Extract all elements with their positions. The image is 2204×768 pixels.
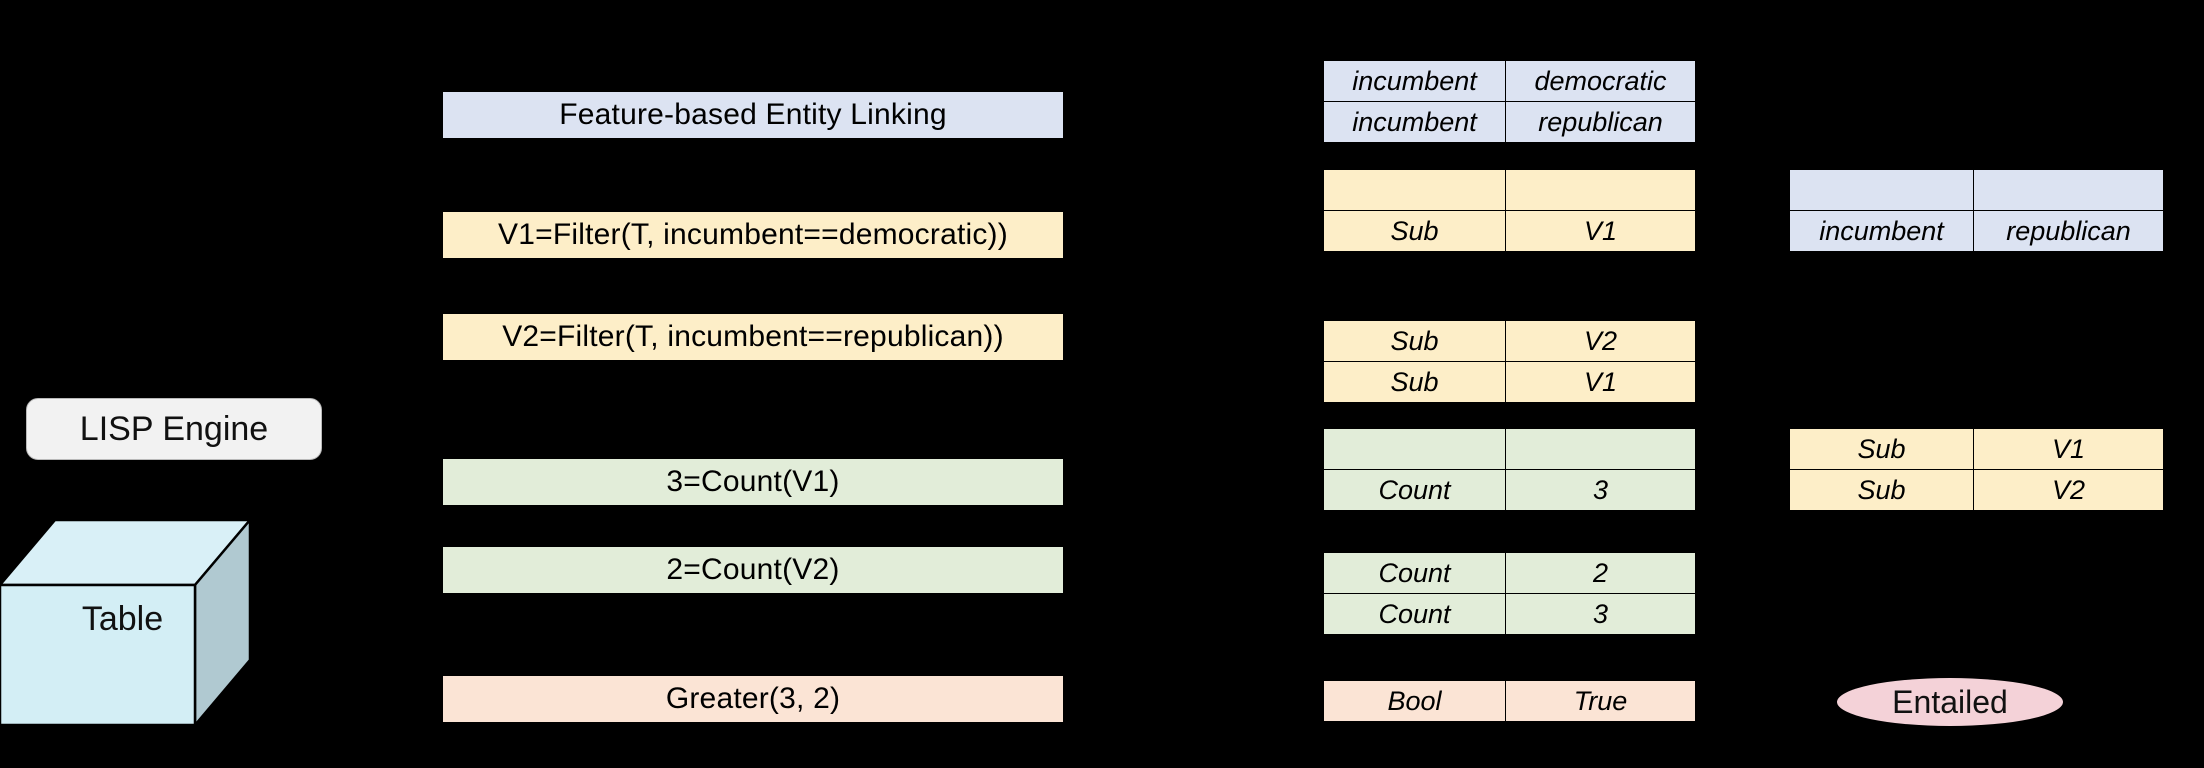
table-cell-value: V1 <box>1505 210 1696 252</box>
table-cube: Table <box>0 510 310 760</box>
table-row <box>1323 428 1696 470</box>
table-cell-key <box>1789 169 1974 211</box>
table-cell-key: Bool <box>1323 680 1506 722</box>
table-cell-value <box>1973 169 2164 211</box>
table-row: Bool True <box>1323 680 1696 722</box>
program-step-greater[interactable]: Greater(3, 2) <box>443 676 1063 722</box>
table-cell-key <box>1323 169 1506 211</box>
table-row: Sub V2 <box>1323 320 1696 362</box>
table-cell-value: republican <box>1505 101 1696 143</box>
table-row: incumbent republican <box>1789 210 2164 252</box>
program-step-count-v2[interactable]: 2=Count(V2) <box>443 547 1063 593</box>
table-row: Sub V2 <box>1789 469 2164 511</box>
table-cell-value: V1 <box>1505 361 1696 403</box>
program-step-entity-linking[interactable]: Feature-based Entity Linking <box>443 92 1063 138</box>
program-step-count-v1[interactable]: 3=Count(V1) <box>443 459 1063 505</box>
middle-table-sub-v1: Sub V1 <box>1323 169 1696 252</box>
table-cell-value: 2 <box>1505 552 1696 594</box>
table-row: incumbent democratic <box>1323 60 1696 102</box>
table-cell-key: Count <box>1323 469 1506 511</box>
table-row <box>1789 169 2164 211</box>
table-cell-key: Sub <box>1323 320 1506 362</box>
table-row: Sub V1 <box>1789 428 2164 470</box>
table-cell-value: V2 <box>1505 320 1696 362</box>
table-cell-value: republican <box>1973 210 2164 252</box>
right-table-sub-v1-v2: Sub V1 Sub V2 <box>1789 428 2164 511</box>
cube-shape-icon <box>0 516 253 729</box>
table-cell-value <box>1505 428 1696 470</box>
lisp-engine-label: LISP Engine <box>26 398 322 460</box>
table-cell-key: Count <box>1323 593 1506 635</box>
program-step-filter-v1[interactable]: V1=Filter(T, incumbent==democratic)) <box>443 212 1063 258</box>
table-cell-key: Sub <box>1789 428 1974 470</box>
middle-table-sub-v2-v1: Sub V2 Sub V1 <box>1323 320 1696 403</box>
table-cell-value: True <box>1505 680 1696 722</box>
program-step-filter-v2[interactable]: V2=Filter(T, incumbent==republican)) <box>443 314 1063 360</box>
table-row: incumbent republican <box>1323 101 1696 143</box>
middle-table-bool-true: Bool True <box>1323 680 1696 722</box>
table-row: Sub V1 <box>1323 361 1696 403</box>
entailed-badge: Entailed <box>1837 678 2063 726</box>
table-cell-key: incumbent <box>1789 210 1974 252</box>
table-row: Count 3 <box>1323 593 1696 635</box>
right-table-incumbent-republican: incumbent republican <box>1789 169 2164 252</box>
table-cell-key: Sub <box>1323 361 1506 403</box>
table-cell-value: V2 <box>1973 469 2164 511</box>
table-cell-value <box>1505 169 1696 211</box>
table-cell-key: incumbent <box>1323 101 1506 143</box>
table-cell-key: incumbent <box>1323 60 1506 102</box>
table-cell-value: democratic <box>1505 60 1696 102</box>
table-row <box>1323 169 1696 211</box>
middle-table-entity-links: incumbent democratic incumbent republica… <box>1323 60 1696 143</box>
table-cell-value: 3 <box>1505 469 1696 511</box>
table-cell-key: Sub <box>1323 210 1506 252</box>
table-row: Count 3 <box>1323 469 1696 511</box>
middle-table-count-2-3: Count 2 Count 3 <box>1323 552 1696 635</box>
table-cell-value: 3 <box>1505 593 1696 635</box>
table-row: Sub V1 <box>1323 210 1696 252</box>
middle-table-count-3: Count 3 <box>1323 428 1696 511</box>
table-row: Count 2 <box>1323 552 1696 594</box>
table-cell-key <box>1323 428 1506 470</box>
table-cell-key: Sub <box>1789 469 1974 511</box>
table-cell-value: V1 <box>1973 428 2164 470</box>
table-cell-key: Count <box>1323 552 1506 594</box>
